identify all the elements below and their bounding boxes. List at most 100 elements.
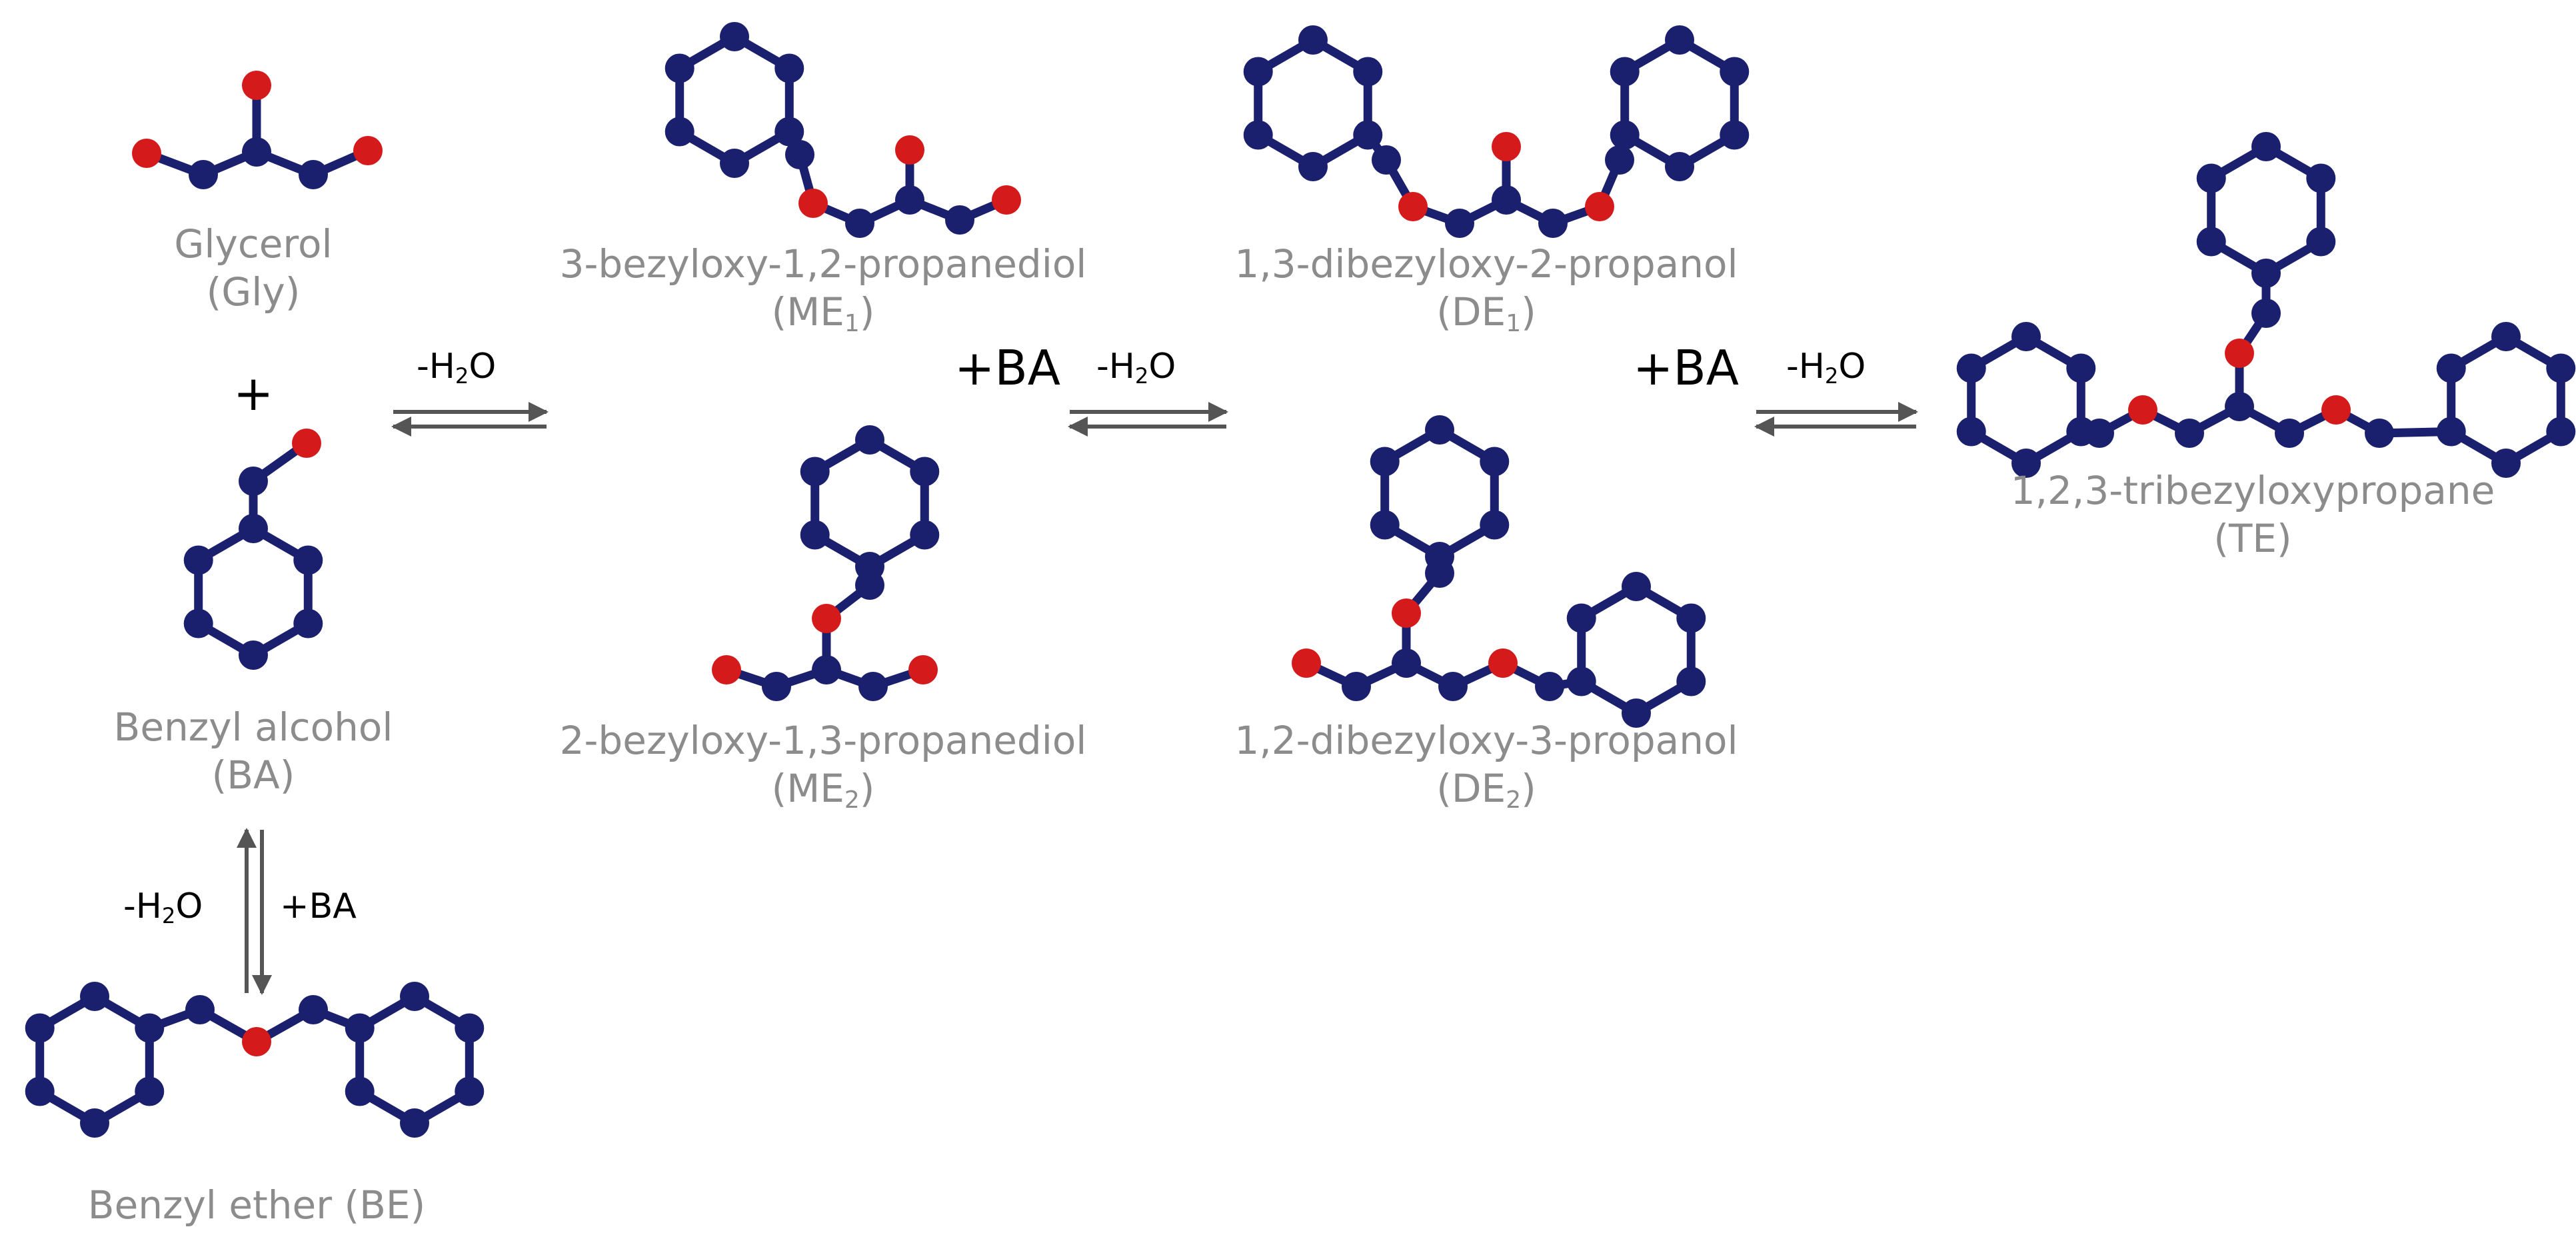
de2-ring-carbon-atom <box>1676 666 1706 696</box>
te-ring-carbon-atom <box>1956 417 1986 447</box>
de2-ring-carbon-atom <box>1425 415 1454 445</box>
condition-water-vertical: -H2O <box>123 886 203 929</box>
benzyl-ether-ring-carbon-atom <box>80 982 109 1011</box>
me1-ring-carbon-atom <box>664 117 694 147</box>
benzyl-alcohol-ring-carbon-atom <box>183 609 213 638</box>
benzyl-ether-ring-carbon-atom <box>25 1076 55 1106</box>
te-carbon-atom <box>2225 392 2254 421</box>
molecular-atoms <box>25 22 2576 1138</box>
me1-carbon-atom <box>945 205 974 235</box>
de1-carbon-atom <box>1372 145 1401 175</box>
equilibrium-arrow-2 <box>1068 402 1228 437</box>
te-abbr: (TE) <box>2213 516 2292 561</box>
te-ring-carbon-atom <box>2546 417 2576 447</box>
te-ring-carbon-atom <box>2546 353 2576 383</box>
me1-name: 3-bezyloxy-1,2-propanediol <box>559 241 1087 287</box>
condition-water-3: -H2O <box>1786 347 1866 389</box>
benzyl-alcohol-ring-carbon-atom <box>293 609 323 638</box>
benzyl-ether-ring-carbon-atom <box>455 1076 485 1106</box>
te-ring-carbon-atom <box>2436 417 2466 447</box>
me2-carbon-atom <box>762 672 791 701</box>
label-me1: 3-bezyloxy-1,2-propanediol (ME1) <box>560 240 1087 336</box>
benzyl-ether-ring-carbon-atom <box>135 1013 165 1043</box>
me2-oxygen-atom <box>812 604 841 633</box>
me2-oxygen-atom <box>712 655 741 684</box>
me2-carbon-atom <box>858 672 888 701</box>
me2-ring-carbon-atom <box>855 425 884 455</box>
de2-name: 1,2-dibezyloxy-3-propanol <box>1234 718 1738 763</box>
me1-ring-carbon-atom <box>774 53 804 83</box>
glycerol-abbr: (Gly) <box>206 269 301 315</box>
benzyl-ether-ring-carbon-atom <box>400 982 429 1011</box>
te-ring-carbon-atom <box>2306 227 2336 257</box>
me2-abbr: (ME2) <box>771 766 875 814</box>
te-ring-carbon-atom <box>2491 449 2521 478</box>
de1-ring-carbon-atom <box>1298 25 1328 55</box>
condition-water-1: -H2O <box>417 347 497 389</box>
glycerol-oxygen-atom <box>242 71 271 100</box>
benzyl-ether-carbon-atom <box>299 995 328 1024</box>
te-carbon-atom <box>2251 299 2281 328</box>
me2-ring-carbon-atom <box>910 457 940 487</box>
de2-carbon-atom <box>1438 672 1468 701</box>
me1-carbon-atom <box>845 209 874 238</box>
te-ring-carbon-atom <box>2436 353 2466 383</box>
de1-ring-carbon-atom <box>1720 57 1750 87</box>
de1-carbon-atom <box>1492 185 1521 215</box>
benzyl-ether-ring-carbon-atom <box>455 1013 485 1043</box>
benzyl-ether-ring-carbon-atom <box>345 1013 375 1043</box>
me2-ring-carbon-atom <box>800 520 830 550</box>
te-oxygen-atom <box>2225 339 2254 368</box>
benzyl-ether-carbon-atom <box>185 995 215 1024</box>
me2-name: 2-bezyloxy-1,3-propanediol <box>559 718 1087 763</box>
te-ring-carbon-atom <box>2251 132 2281 161</box>
label-de1: 1,3-dibezyloxy-2-propanol (DE1) <box>1234 240 1738 336</box>
de1-ring-carbon-atom <box>1610 57 1640 87</box>
de2-ring-carbon-atom <box>1676 603 1706 633</box>
benzyl-ether-ring-carbon-atom <box>80 1108 109 1138</box>
label-glycerol: Glycerol (Gly) <box>174 220 332 316</box>
de2-ring-carbon-atom <box>1370 447 1400 477</box>
te-oxygen-atom <box>2128 395 2157 425</box>
de1-ring-carbon-atom <box>1720 120 1750 150</box>
te-ring-carbon-atom <box>2251 259 2281 288</box>
glycerol-oxygen-atom <box>132 139 161 168</box>
de1-abbr: (DE1) <box>1436 289 1536 337</box>
de1-ring-carbon-atom <box>1353 57 1383 87</box>
te-ring-carbon-atom <box>2306 163 2336 193</box>
te-name: 1,2,3-tribezyloxypropane <box>2010 468 2495 513</box>
de2-ring-carbon-atom <box>1622 698 1651 728</box>
glycerol-oxygen-atom <box>353 136 383 165</box>
me2-oxygen-atom <box>908 655 938 684</box>
de1-oxygen-atom <box>1398 192 1428 221</box>
benzyl-ether-ring-carbon-atom <box>25 1013 55 1043</box>
me1-carbon-atom <box>895 185 924 215</box>
me1-oxygen-atom <box>895 135 924 165</box>
de1-ring-carbon-atom <box>1298 152 1328 181</box>
benzyl-ether-ring-carbon-atom <box>345 1076 375 1106</box>
de2-ring-carbon-atom <box>1566 666 1596 696</box>
te-ring-carbon-atom <box>2196 227 2226 257</box>
te-carbon-atom <box>2365 419 2394 448</box>
de1-ring-carbon-atom <box>1353 120 1383 150</box>
de1-carbon-atom <box>1445 209 1474 238</box>
benzyl-alcohol-ring-carbon-atom <box>293 545 323 575</box>
plus-sign: + <box>233 365 274 421</box>
de2-oxygen-atom <box>1488 648 1518 678</box>
de1-ring-carbon-atom <box>1243 120 1273 150</box>
de1-ring-carbon-atom <box>1665 152 1694 181</box>
label-de2: 1,2-dibezyloxy-3-propanol (DE2) <box>1234 716 1738 812</box>
me1-carbon-atom <box>785 140 814 169</box>
me1-oxygen-atom <box>992 185 1021 215</box>
te-ring-carbon-atom <box>2491 322 2521 351</box>
de2-carbon-atom <box>1392 648 1421 678</box>
te-ring-carbon-atom <box>1956 353 1986 383</box>
te-ring-carbon-atom <box>2066 353 2096 383</box>
benzyl-alcohol-oxygen-atom <box>292 429 321 458</box>
te-ring-carbon-atom <box>2011 322 2041 351</box>
benzyl-ether-name: Benzyl ether (BE) <box>87 1182 426 1228</box>
de2-oxygen-atom <box>1292 648 1321 678</box>
glycerol-carbon-atom <box>189 160 218 189</box>
de1-ring-carbon-atom <box>1610 120 1640 150</box>
